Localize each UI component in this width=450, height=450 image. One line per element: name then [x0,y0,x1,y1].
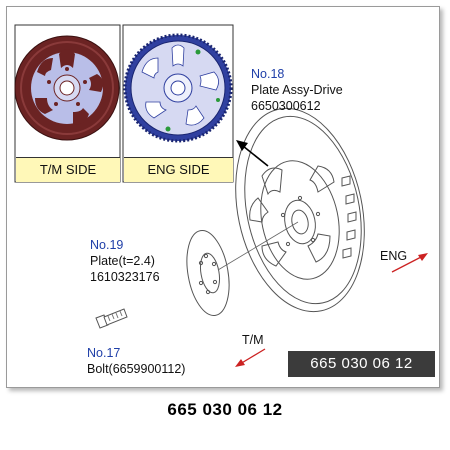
drive-plate-drawing [235,107,365,313]
footer-part-number: 665 030 06 12 [167,400,283,419]
leader-arrow [236,140,269,167]
assembly-centerline [217,221,299,271]
eng-direction-arrow [391,253,428,273]
part-19-code: 1610323176 [90,270,160,284]
part-18-number: No.18 [251,67,285,81]
tm-side-plate-image [14,35,120,141]
tm-direction-label: T/M [242,333,264,347]
eng-direction-label: ENG [380,249,408,263]
eng-side-plate-image [123,33,233,143]
eng-side-caption: ENG SIDE [124,157,233,182]
part-19-name: Plate(t=2.4) [90,254,155,268]
bolt-drawing [95,308,128,329]
part-17-number: No.17 [87,346,121,360]
part-18-code: 6650300612 [251,99,321,113]
spacer-plate-drawing [186,230,230,316]
part-18-name: Plate Assy-Drive [251,83,343,97]
part-number-box: 665 030 06 12 [288,351,435,377]
tm-side-caption: T/M SIDE [16,157,120,182]
part-17-name: Bolt(6659900112) [87,362,186,376]
part-19-number: No.19 [90,238,124,252]
tm-direction-arrow [235,348,266,367]
